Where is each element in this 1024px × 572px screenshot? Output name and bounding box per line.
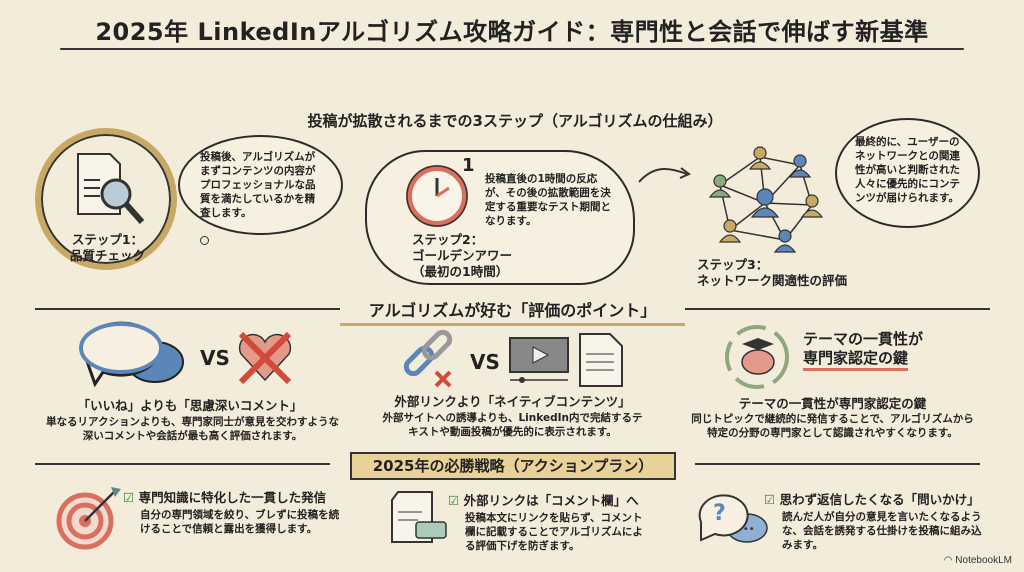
- step2-label: ステップ2： ゴールデンアワー （最初の1時間）: [412, 232, 542, 280]
- point2-title: 外部リンクより「ネイティブコンテンツ」: [394, 394, 631, 409]
- step3-label-line1: ステップ3：: [697, 257, 769, 272]
- step1-label-line2: 品質チェック: [69, 248, 145, 263]
- comment-bubbles-icon: [79, 321, 184, 388]
- checkbox-icon: ☑: [448, 493, 460, 508]
- clock-badge: 1: [462, 155, 475, 176]
- divider-right: [685, 308, 990, 310]
- action1-title: ☑ 専門知識に特化した一貫した発信: [123, 490, 326, 506]
- action1-title-text: 専門知識に特化した一貫した発信: [138, 490, 327, 505]
- action2-title-text: 外部リンクは「コメント欄」へ: [463, 493, 639, 508]
- step2-label-line2: ゴールデンアワー: [412, 248, 513, 263]
- step1-circle: [35, 128, 177, 270]
- step2-label-line1: ステップ2：: [412, 232, 484, 247]
- action3-title-text: 思わず返信したくなる「問いかけ」: [779, 492, 980, 507]
- point3-description: 同じトピックで継続的に発信することで、アルゴリズムから特定の分野の専門家として認…: [691, 413, 974, 439]
- step3-label-line2: ネットワーク関適性の評価: [697, 273, 848, 288]
- vs-label-1: VS: [200, 346, 230, 370]
- action1-description: 自分の専門領域を絞り、ブレずに投稿を続けることで信頼と露出を獲得します。: [140, 509, 340, 535]
- clock-icon: [406, 165, 468, 227]
- checkbox-icon: ☑: [764, 492, 776, 507]
- point3-callout: テーマの一貫性が 専門家認定の鍵: [803, 330, 923, 371]
- point3-callout-line1: テーマの一貫性が: [803, 330, 924, 348]
- point3-callout-line2: 専門家認定の鍵: [803, 349, 909, 371]
- brand-text: NotebookLM: [955, 555, 1012, 566]
- step1-speech-bubble: [178, 135, 343, 235]
- title-underline: [60, 48, 964, 50]
- broken-link-icon: [403, 330, 453, 388]
- divider-right-2: [695, 463, 980, 465]
- native-content-icon: [509, 333, 623, 387]
- step1-label-line1: ステップ1：: [71, 232, 144, 247]
- notebooklm-brand: ◠ NotebookLM: [944, 555, 1012, 566]
- brain-cycle-icon: [725, 325, 789, 389]
- action3-description: 読んだ人が自分の意見を言いたくなるような、会話を誘発する仕掛けを投稿に組み込みま…: [782, 511, 982, 551]
- points-heading: アルゴリズムが好む「評価のポイント」: [340, 297, 685, 326]
- point2-description: 外部サイトへの誘導よりも、LinkedIn内で完結するテキストや動画投稿が優先的…: [382, 412, 643, 438]
- action2-title: ☑ 外部リンクは「コメント欄」へ: [448, 493, 639, 509]
- action3-title: ☑ 思わず返信したくなる「問いかけ」: [764, 492, 980, 508]
- svg-text:•••: •••: [737, 524, 755, 535]
- point1-title: 「いいね」よりも「思慮深いコメント」: [77, 398, 303, 413]
- point1-description: 単なるリアクションよりも、専門家同士が意見を交わすような深いコメントや会話が最も…: [46, 416, 339, 442]
- thought-dot: [200, 236, 209, 245]
- divider-left: [35, 308, 340, 310]
- action-plan-banner: 2025年の必勝戦略（アクションプラン）: [350, 452, 676, 480]
- step2-cloud: [365, 150, 635, 285]
- step3-label: ステップ3： ネットワーク関適性の評価: [697, 257, 867, 289]
- svg-text:?: ?: [713, 501, 726, 526]
- step3-speech-bubble: [835, 118, 980, 228]
- steps-heading: 投稿が拡散されるまでの3ステップ（アルゴリズムの仕組み）: [307, 112, 723, 130]
- step2-description: 投稿直後の1時間の反応が、その後の拡散範囲を決定する重要なテスト期間となります。: [485, 173, 611, 227]
- crossed-heart-icon: [238, 331, 292, 385]
- point3-title: テーマの一貫性が専門家認定の鍵: [738, 396, 927, 411]
- checkbox-icon: ☑: [123, 490, 135, 505]
- network-icon: [708, 146, 824, 253]
- step3-description: 最終的に、ユーザーのネットワークとの関連性が高いと判断された人々に優先的にコンテ…: [855, 136, 960, 204]
- vs-label-2: VS: [470, 350, 500, 374]
- notebooklm-logo-icon: ◠: [943, 555, 956, 566]
- question-bubbles-icon: ••• ?: [698, 494, 768, 543]
- document-comment-icon: [391, 491, 447, 543]
- step1-description: 投稿後、アルゴリズムがまずコンテンツの内容がプロフェッショナルな品質を満たしてい…: [200, 151, 316, 219]
- action2-description: 投稿本文にリンクを貼らず、コメント欄に記載することでアルゴリズムによる評価下げを…: [465, 512, 643, 552]
- target-icon: [56, 487, 121, 550]
- step1-label: ステップ1： 品質チェック: [60, 232, 155, 264]
- step2-label-line3: （最初の1時間）: [412, 264, 509, 279]
- page-title: 2025年 LinkedInアルゴリズム攻略ガイド：専門性と会話で伸ばす新基準: [95, 18, 929, 46]
- arrow-icon: [638, 167, 691, 183]
- divider-left-2: [35, 463, 330, 465]
- document-magnifier-icon: [77, 153, 145, 224]
